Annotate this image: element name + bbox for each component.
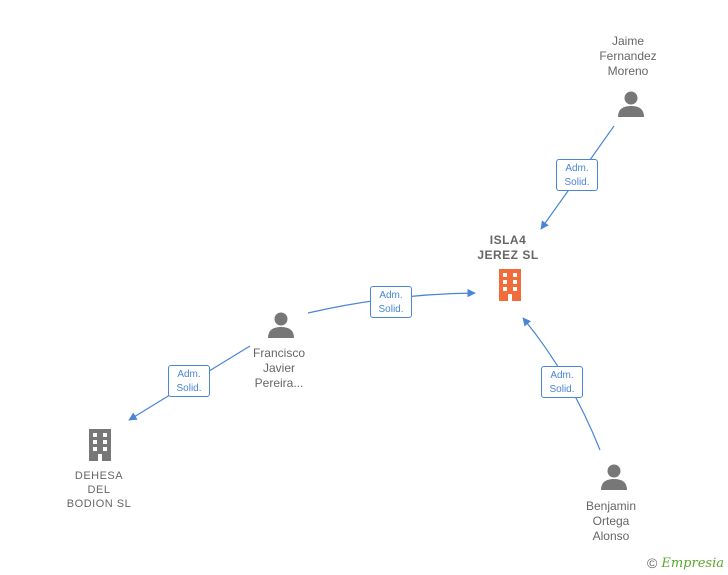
node-label-benjamin[interactable]: Benjamin Ortega Alonso — [585, 499, 637, 543]
edge-label-line1: Adm. — [177, 369, 201, 380]
person-icon[interactable] — [266, 310, 296, 340]
node-label-isla4[interactable]: ISLA4 JEREZ SL — [477, 233, 539, 262]
edge-label-line2: Solid. — [176, 383, 202, 394]
node-label-jaime[interactable]: Jaime Fernandez Moreno — [599, 34, 657, 78]
footer-watermark: © Empresia — [647, 555, 724, 571]
brand-logo: Empresia — [661, 555, 724, 571]
node-label-dehesa[interactable]: DEHESA DEL BODION SL — [66, 470, 132, 510]
edge-label-line1: Adm. — [565, 163, 589, 174]
node-label-francisco[interactable]: Francisco Javier Pereira... — [252, 346, 305, 390]
building-icon[interactable] — [84, 428, 116, 462]
building-icon[interactable] — [494, 268, 526, 302]
edge-label-benjamin-isla4[interactable]: Adm. Solid. — [541, 366, 583, 398]
edge-label-francisco-isla4[interactable]: Adm. Solid. — [370, 286, 412, 318]
person-icon[interactable] — [599, 462, 629, 492]
edge-label-line2: Solid. — [564, 177, 590, 188]
edge-label-line1: Adm. — [550, 370, 574, 381]
edge-label-jaime-isla4[interactable]: Adm. Solid. — [556, 159, 598, 191]
copyright-symbol: © — [647, 555, 658, 571]
person-icon[interactable] — [616, 89, 646, 119]
edge-label-line2: Solid. — [378, 304, 404, 315]
edge-label-line1: Adm. — [379, 290, 403, 301]
edge-label-francisco-dehesa[interactable]: Adm. Solid. — [168, 365, 210, 397]
edge-label-line2: Solid. — [549, 384, 575, 395]
